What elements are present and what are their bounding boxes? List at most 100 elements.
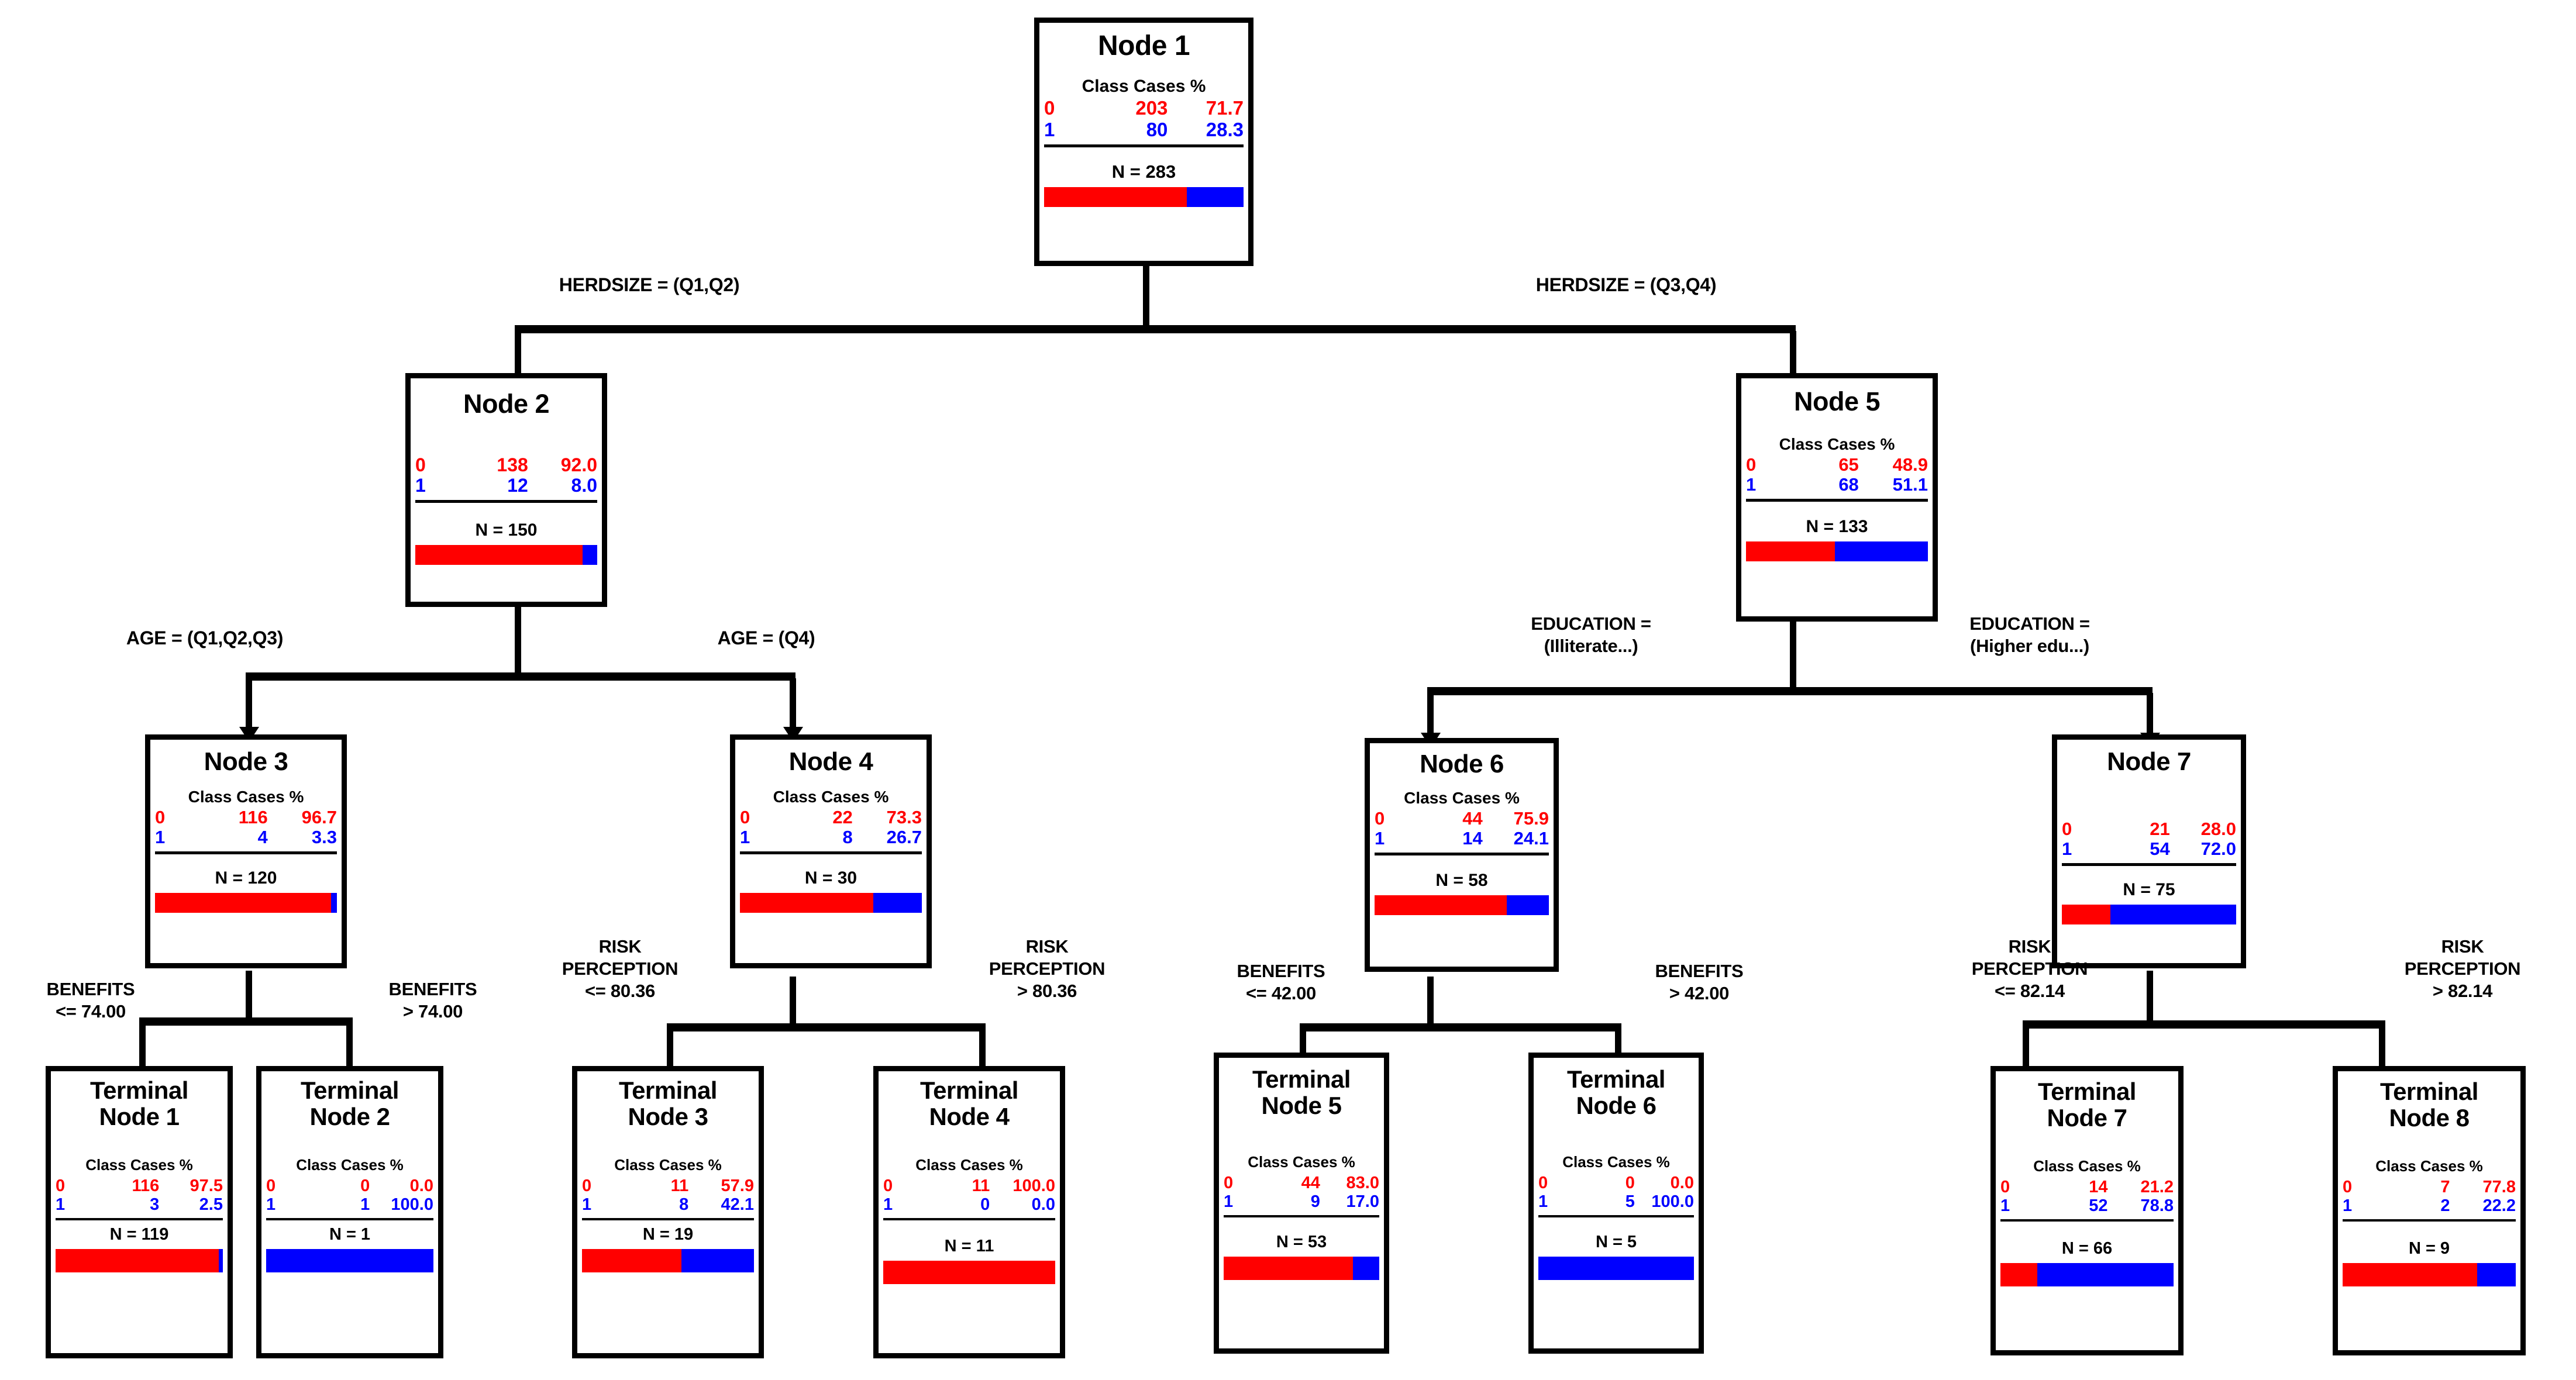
divider bbox=[1224, 1215, 1379, 1217]
divider bbox=[415, 500, 597, 503]
node-n-label: N = 75 bbox=[2123, 879, 2175, 899]
class-distribution-bar bbox=[582, 1248, 754, 1272]
bar-segment-class0 bbox=[582, 1248, 682, 1272]
node-n-label: N = 133 bbox=[1806, 517, 1868, 537]
node-title: Node 6 bbox=[1420, 750, 1504, 778]
bar-segment-class0 bbox=[1044, 187, 1187, 207]
bar-segment-class1 bbox=[1187, 187, 1244, 207]
class-distribution-bar bbox=[155, 892, 337, 913]
node-title: Terminal Node 5 bbox=[1252, 1065, 1351, 1120]
class-header: Class Cases % bbox=[614, 1155, 722, 1174]
node-title: Terminal Node 7 bbox=[2038, 1078, 2136, 1132]
connector-to-node5 bbox=[1790, 331, 1796, 389]
connector-to-terminal2 bbox=[346, 1023, 353, 1067]
bar-segment-class1 bbox=[583, 545, 597, 565]
bar-segment-class1 bbox=[266, 1248, 433, 1272]
divider bbox=[2000, 1219, 2174, 1222]
class-header: Class Cases % bbox=[1082, 76, 1206, 96]
bar-segment-class0 bbox=[155, 892, 331, 913]
node-n-label: N = 66 bbox=[2061, 1238, 2113, 1258]
bar-segment-class0 bbox=[1375, 895, 1507, 915]
node-n-label: N = 120 bbox=[215, 868, 277, 888]
edge-label-herdsize-right: HERDSIZE = (Q3,Q4) bbox=[1535, 274, 1717, 295]
edge-label-age-right: AGE = (Q4) bbox=[717, 627, 815, 648]
class-distribution-bar bbox=[56, 1248, 223, 1272]
class-header: Class Cases % bbox=[296, 1155, 404, 1174]
node-title: Node 3 bbox=[204, 747, 288, 776]
node-title: Node 2 bbox=[463, 389, 550, 419]
node-title: Terminal Node 1 bbox=[90, 1077, 188, 1131]
node-title: Terminal Node 4 bbox=[920, 1077, 1018, 1131]
edge-label-risk-node7-left: RISK PERCEPTION <= 82.14 bbox=[1971, 936, 2088, 1001]
divider bbox=[1538, 1215, 1694, 1217]
node-n-label: N = 283 bbox=[1111, 161, 1176, 182]
connector-node5-stem bbox=[1790, 620, 1796, 690]
connector-node1-stem bbox=[1143, 264, 1149, 329]
class-distribution-bar bbox=[1224, 1256, 1379, 1280]
bar-segment-class0 bbox=[2000, 1262, 2037, 1286]
divider bbox=[155, 851, 337, 854]
node-n-label: N = 9 bbox=[2408, 1238, 2450, 1258]
node-n-label: N = 53 bbox=[1276, 1232, 1327, 1251]
node-n-label: N = 1 bbox=[329, 1224, 371, 1244]
connector-to-node6 bbox=[1427, 693, 1434, 737]
node-title: Terminal Node 8 bbox=[2380, 1078, 2478, 1132]
connector-to-node4 bbox=[790, 678, 796, 731]
divider bbox=[740, 851, 922, 854]
node-title: Node 4 bbox=[788, 747, 873, 776]
connector-node3-bar bbox=[139, 1017, 353, 1026]
bar-segment-class1 bbox=[218, 1248, 223, 1272]
bar-segment-class1 bbox=[2477, 1262, 2516, 1286]
class-header: Class Cases % bbox=[85, 1155, 193, 1174]
connector-to-terminal1 bbox=[139, 1023, 146, 1067]
node-n-label: N = 58 bbox=[1435, 870, 1488, 890]
class-distribution-bar bbox=[2000, 1262, 2174, 1286]
bar-segment-class1 bbox=[1352, 1256, 1379, 1280]
bar-segment-class0 bbox=[1224, 1256, 1353, 1280]
class-distribution-bar bbox=[740, 892, 922, 913]
connector-node5-bar bbox=[1427, 687, 2153, 695]
class-distribution-bar bbox=[1044, 187, 1244, 207]
divider bbox=[1044, 144, 1244, 147]
connector-node6-stem bbox=[1427, 977, 1434, 1026]
divider bbox=[582, 1217, 754, 1220]
node-n-label: N = 19 bbox=[642, 1224, 694, 1244]
connector-to-node3 bbox=[246, 678, 252, 731]
node-n-label: N = 150 bbox=[475, 520, 538, 540]
class-header: Class Cases % bbox=[1562, 1153, 1670, 1171]
class-header: Class Cases % bbox=[1248, 1153, 1355, 1171]
connector-node6-bar bbox=[1300, 1023, 1621, 1031]
class-header: Class Cases % bbox=[1404, 788, 1520, 807]
connector-node4-bar bbox=[667, 1023, 986, 1031]
